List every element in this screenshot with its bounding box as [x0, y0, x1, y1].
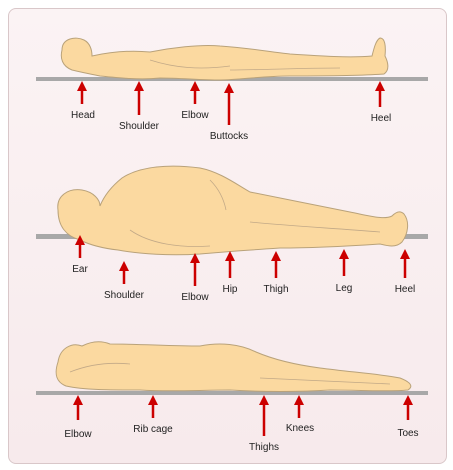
labels: Head Shoulder Elbow Buttocks Heel Ear Sh…	[64, 110, 418, 453]
prone-figure	[36, 342, 428, 395]
supine-body	[61, 38, 388, 80]
label-elbow: Elbow	[181, 110, 209, 121]
label-buttocks: Buttocks	[210, 131, 248, 142]
lateral-figure	[36, 166, 428, 255]
label-head: Head	[71, 110, 95, 121]
label-elbow: Elbow	[64, 429, 92, 440]
label-hip: Hip	[222, 284, 237, 295]
label-thigh: Thigh	[263, 284, 288, 295]
surface-bar	[36, 391, 428, 395]
label-leg: Leg	[336, 283, 353, 294]
label-shoulder: Shoulder	[119, 121, 160, 132]
prone-body	[56, 342, 411, 392]
label-rib-cage: Rib cage	[133, 424, 173, 435]
label-heel: Heel	[371, 113, 392, 124]
supine-figure	[36, 38, 428, 81]
lateral-body	[58, 166, 408, 255]
label-heel: Heel	[395, 284, 416, 295]
label-knees: Knees	[286, 423, 314, 434]
label-thighs: Thighs	[249, 442, 279, 453]
label-toes: Toes	[397, 428, 418, 439]
label-elbow: Elbow	[181, 292, 209, 303]
label-shoulder: Shoulder	[104, 290, 145, 301]
label-ear: Ear	[72, 264, 88, 275]
